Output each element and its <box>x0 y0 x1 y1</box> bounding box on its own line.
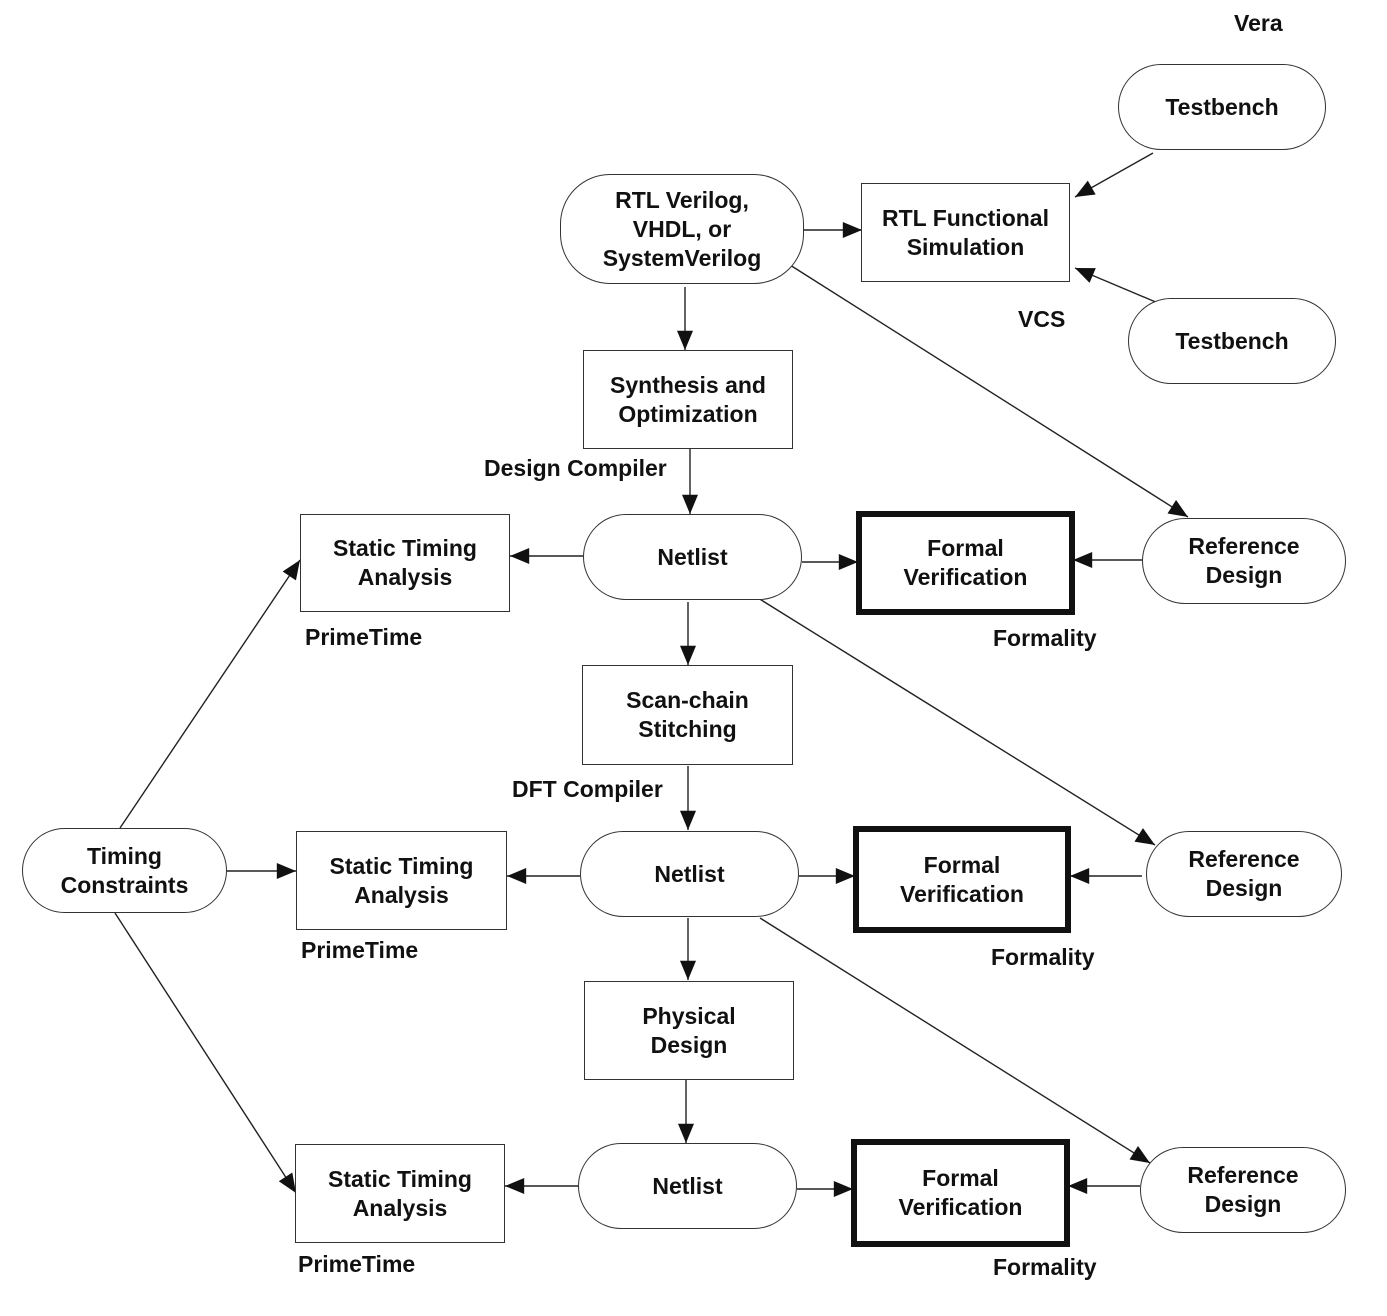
testbench-top-label: Testbench <box>1165 93 1279 120</box>
arrow-netlist2-to-ref3 <box>759 917 1151 1164</box>
arrow-rtl-to-ref1 <box>789 264 1189 518</box>
tool-label-primetime-2: PrimeTime <box>301 937 419 963</box>
scan-label: Scan-chain Stitching <box>626 687 749 742</box>
fv1-node: Formal Verification <box>856 511 1075 615</box>
synthesis-node: Synthesis and Optimization <box>583 350 793 449</box>
fv1-label: Formal Verification <box>903 535 1028 590</box>
fv2-label: Formal Verification <box>900 851 1024 907</box>
rtl-source-label: RTL Verilog, VHDL, or SystemVerilog <box>602 186 762 271</box>
arrow-timing-to-sta1 <box>119 559 301 829</box>
ref1-node: Reference Design <box>1142 518 1346 604</box>
tool-label-formality-3: Formality <box>993 1254 1097 1280</box>
synthesis-label: Synthesis and Optimization <box>610 371 766 427</box>
tool-label-primetime-1: PrimeTime <box>305 624 423 650</box>
sta1-label: Static Timing Analysis <box>333 535 477 590</box>
physical-node: Physical Design <box>584 981 794 1080</box>
arrow-testbench-top-to-sim <box>1074 152 1154 198</box>
fv3-node: Formal Verification <box>851 1139 1070 1247</box>
netlist2-node: Netlist <box>580 831 799 917</box>
tool-label-formality-2: Formality <box>991 944 1095 970</box>
physical-label: Physical Design <box>642 1002 736 1058</box>
netlist3-node: Netlist <box>578 1143 797 1229</box>
sta2-node: Static Timing Analysis <box>296 831 507 930</box>
tool-label-formality-1: Formality <box>993 625 1097 651</box>
testbench-top-node: Testbench <box>1118 64 1326 150</box>
timing-label: Timing Constraints <box>60 842 189 898</box>
timing-node: Timing Constraints <box>22 828 227 913</box>
ref1-label: Reference Design <box>1188 533 1300 588</box>
arrow-netlist1-to-ref2 <box>757 597 1156 846</box>
tool-label-primetime-3: PrimeTime <box>298 1251 416 1277</box>
tool-label-vera: Vera <box>1234 10 1283 36</box>
sta1-node: Static Timing Analysis <box>300 514 510 612</box>
arrow-testbench-bottom-to-sim <box>1074 267 1159 304</box>
sta2-label: Static Timing Analysis <box>329 852 474 908</box>
rtl-source-node: RTL Verilog, VHDL, or SystemVerilog <box>560 174 804 284</box>
tool-label-dft-compiler: DFT Compiler <box>512 776 663 802</box>
rtl-sim-label: RTL Functional Simulation <box>882 204 1049 260</box>
fv2-node: Formal Verification <box>853 826 1071 933</box>
sta3-label: Static Timing Analysis <box>328 1165 472 1221</box>
tool-label-vcs: VCS <box>1018 306 1066 332</box>
sta3-node: Static Timing Analysis <box>295 1144 505 1243</box>
arrow-timing-to-sta3 <box>114 912 297 1194</box>
netlist3-label: Netlist <box>652 1172 723 1199</box>
netlist1-label: Netlist <box>657 543 728 570</box>
rtl-sim-node: RTL Functional Simulation <box>861 183 1070 282</box>
netlist2-label: Netlist <box>654 860 725 887</box>
tool-label-design-compiler: Design Compiler <box>484 455 667 481</box>
ref3-label: Reference Design <box>1187 1162 1299 1217</box>
netlist1-node: Netlist <box>583 514 802 600</box>
testbench-bottom-node: Testbench <box>1128 298 1336 384</box>
fv3-label: Formal Verification <box>898 1165 1023 1220</box>
ref2-node: Reference Design <box>1146 831 1342 917</box>
ref2-label: Reference Design <box>1188 846 1300 901</box>
testbench-bottom-label: Testbench <box>1175 327 1289 354</box>
ref3-node: Reference Design <box>1140 1147 1346 1233</box>
scan-node: Scan-chain Stitching <box>582 665 793 765</box>
